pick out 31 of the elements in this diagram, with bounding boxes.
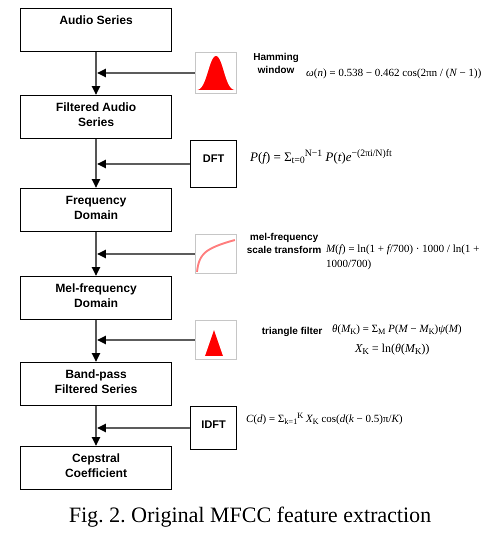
arrow [97,249,195,259]
arrow [97,423,190,433]
step-note: triangle filter [260,326,324,338]
step-note: Hamming window [252,52,300,77]
arrow [91,406,101,446]
arrow [91,320,101,362]
box-title: Frequency Domain [64,193,128,223]
box-title: Audio Series [58,13,134,28]
formula: X$_{K}$ = ln(θ(M$_{K}$)) [355,340,430,356]
step-label: DFT [202,153,224,167]
box-title: Cepstral Coefficient [64,451,128,481]
formula: C(d) = Σ$_{k=1}$$^{K}$ X$_{K}$ cos(d(k − 0.5)π/K) [246,412,404,428]
box-title: Mel-frequency Domain [54,281,138,311]
arrow [97,159,190,169]
box-title: Band-pass Filtered Series [54,367,138,397]
step-label: IDFT [201,419,226,433]
caption: Fig. 2. Original MFCC feature extraction [68,501,432,529]
step-note: mel-frequency scale transform [246,232,322,257]
box-title: Filtered Audio Series [54,100,138,130]
arrow [97,335,195,345]
plot-picture [195,234,237,274]
plot-picture [195,320,237,360]
formula: M(f) = ln(1 + f/700) · 1000 / ln(1 + 1000/700) [326,242,480,272]
arrow [97,68,195,78]
formula: θ(M$_{K}$) = Σ$_{M}$ P(M − M$_{K}$)ψ(M) [332,322,463,338]
arrow [91,139,101,188]
formula: P(f) = Σ$_{t=0}$$^{N−1}$ P(t)e$^{−(2πi/N)ft}$ [250,148,393,166]
arrow [91,232,101,276]
arrow [91,52,101,95]
formula: ω(n) = 0.538 − 0.462 cos(2πn / (N − 1)) [306,66,482,81]
plot-picture [195,52,237,94]
